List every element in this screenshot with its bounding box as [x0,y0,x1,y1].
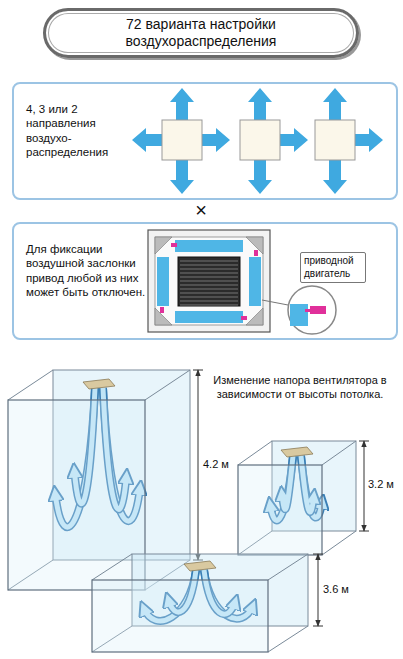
flow-arrow [323,88,347,120]
node-text: Для фиксации воздушной заслонки привод л… [26,242,150,300]
title-frame: 72 варианта настройки воздухораспределен… [43,8,359,58]
grille-line [180,297,238,298]
room-drawings [8,370,369,652]
flow-arrow [132,128,162,152]
multiply-sign: × [190,200,212,220]
direction-icons [132,88,383,194]
node-text: приводной двигатель [304,255,364,280]
grille-line [180,281,238,282]
grille-line [180,285,238,286]
flow-arrow [355,128,383,152]
grille-line [180,273,238,274]
flow-arrow [170,160,194,194]
grille-line [180,261,238,262]
grille-line [180,301,238,302]
dimension-label: 3.6 м [323,583,349,596]
grille-line [180,277,238,278]
option-panel: 4, 3 или 2 направления воздухо- распреде… [12,82,398,200]
unit-square [315,120,355,160]
grille-line [180,305,238,306]
flow-arrow [248,160,272,194]
node-text: 4, 3 или 2 направления воздухо- распреде… [26,102,138,160]
room [238,441,369,555]
unit-square [240,120,280,160]
title: 72 варианта настройки воздухораспределен… [101,16,301,50]
option-panel: Для фиксации воздушной заслонки привод л… [12,222,398,340]
flow-arrow [170,88,194,120]
dimension-label: 3.2 м [368,478,394,491]
grille-line [180,289,238,290]
callout-box: приводной двигатель [300,252,366,283]
grille-line [180,293,238,294]
unit-square [162,120,202,160]
flow-arrow [323,160,347,194]
flow-arrow [248,88,272,120]
dimension-label: 4.2 м [203,458,229,471]
flow-arrow [202,128,230,152]
grille-line [180,265,238,266]
room [92,554,323,652]
grille-line [180,269,238,270]
note-text: Изменение напора вентилятора в зависимос… [200,373,400,401]
flow-arrow [280,128,308,152]
